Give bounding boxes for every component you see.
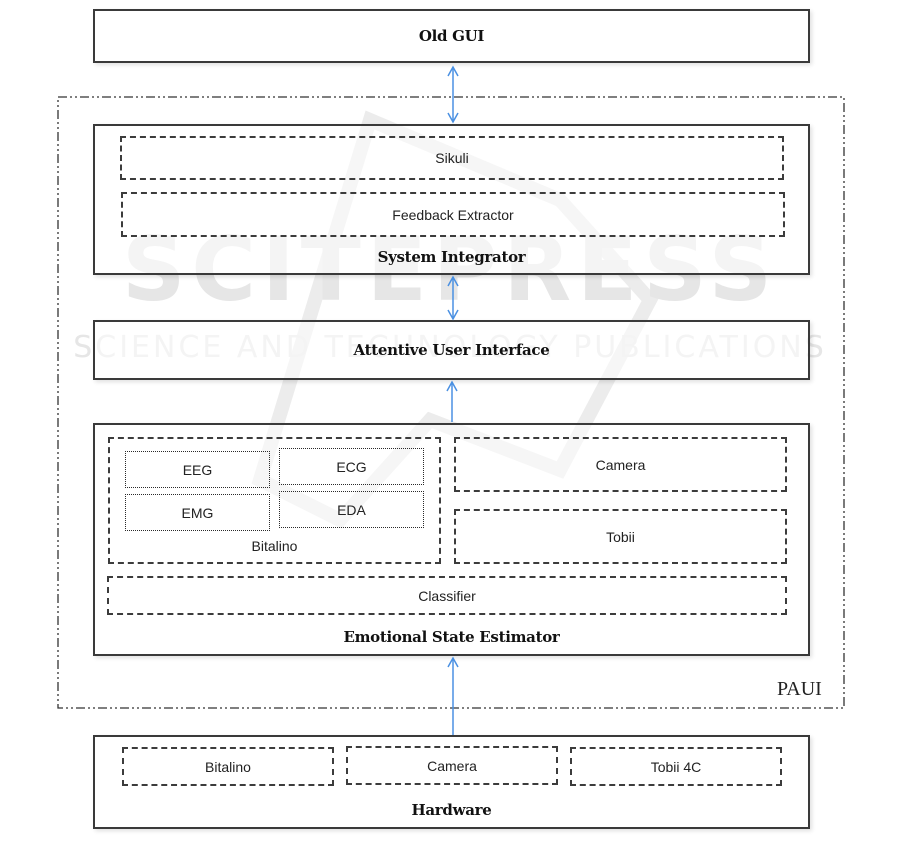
feedback-extractor-label: Feedback Extractor xyxy=(392,207,513,223)
bitalino-group: EEG ECG EMG EDA Bitalino xyxy=(108,437,441,564)
hardware-camera-box: Camera xyxy=(346,746,558,785)
bitalino-label: Bitalino xyxy=(110,538,439,554)
hardware-bitalino-label: Bitalino xyxy=(205,759,251,775)
ecg-box: ECG xyxy=(279,448,424,485)
classifier-box: Classifier xyxy=(107,576,787,615)
arrow-estimator-to-attentiveui xyxy=(447,382,457,422)
eda-label: EDA xyxy=(337,502,366,518)
hardware-title: Hardware xyxy=(95,801,808,819)
hardware-camera-label: Camera xyxy=(427,758,477,774)
attentive-ui-title: Attentive User Interface xyxy=(354,341,550,359)
old-gui-box: Old GUI xyxy=(93,9,810,63)
classifier-label: Classifier xyxy=(418,588,476,604)
eeg-box: EEG xyxy=(125,451,270,488)
hardware-bitalino-box: Bitalino xyxy=(122,747,334,786)
tobii-label: Tobii xyxy=(606,529,635,545)
eda-box: EDA xyxy=(279,491,424,528)
attentive-ui-box: Attentive User Interface xyxy=(93,320,810,380)
emg-label: EMG xyxy=(182,505,214,521)
tobii-box: Tobii xyxy=(454,509,787,564)
hardware-box: Bitalino Camera Tobii 4C Hardware xyxy=(93,735,810,829)
system-integrator-box: Sikuli Feedback Extractor System Integra… xyxy=(93,124,810,275)
paui-label: PAUI xyxy=(777,678,822,701)
arrow-oldgui-systemintegrator xyxy=(448,67,458,122)
sikuli-label: Sikuli xyxy=(435,150,468,166)
emg-box: EMG xyxy=(125,494,270,531)
camera-label: Camera xyxy=(596,457,646,473)
feedback-extractor-box: Feedback Extractor xyxy=(121,192,785,237)
camera-box: Camera xyxy=(454,437,787,492)
hardware-tobii-label: Tobii 4C xyxy=(651,759,702,775)
system-integrator-title: System Integrator xyxy=(95,248,808,266)
hardware-tobii-box: Tobii 4C xyxy=(570,747,782,786)
old-gui-title: Old GUI xyxy=(419,27,484,45)
eeg-label: EEG xyxy=(183,462,213,478)
emotional-state-estimator-box: EEG ECG EMG EDA Bitalino Camera Tobii Cl… xyxy=(93,423,810,656)
sikuli-box: Sikuli xyxy=(120,136,784,180)
ecg-label: ECG xyxy=(336,459,366,475)
emotional-state-estimator-title: Emotional State Estimator xyxy=(95,628,808,646)
arrow-systemintegrator-attentiveui xyxy=(448,277,458,319)
arrow-hardware-to-estimator xyxy=(448,658,458,735)
